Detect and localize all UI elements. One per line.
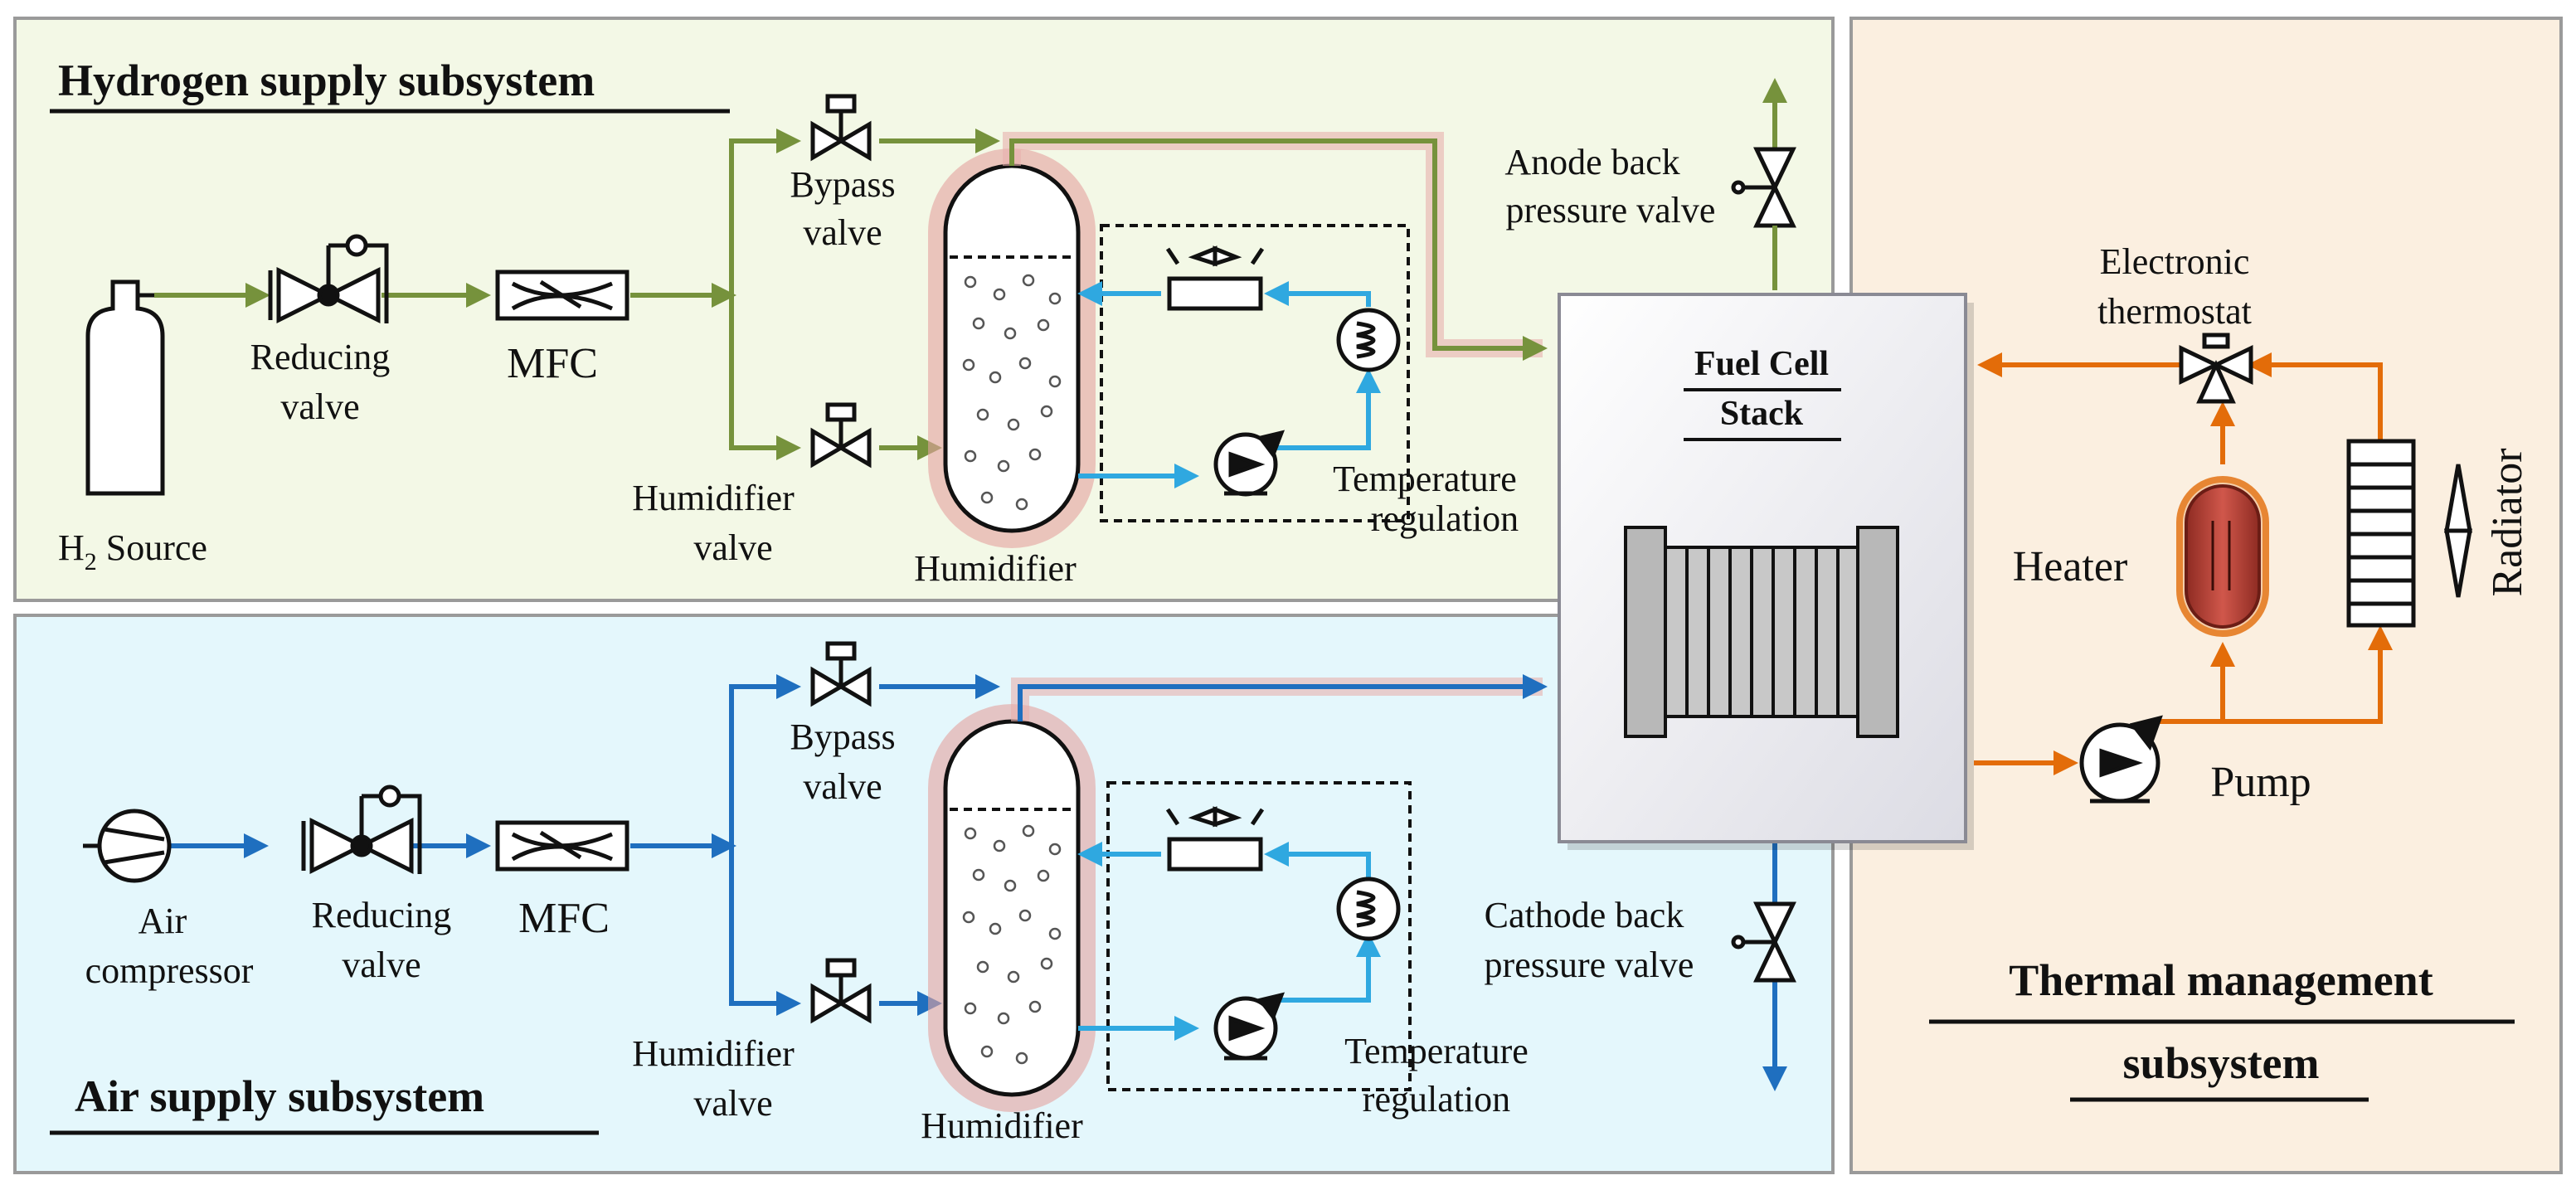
h2-temp-regulation-label-2: regulation xyxy=(1371,498,1519,539)
air-temp-regulation-box xyxy=(1106,781,1412,1091)
thermal-subsystem: Electronic thermostat Heater Radiator xyxy=(1929,241,2531,1102)
pump-label: Pump xyxy=(2210,759,2311,806)
air-heat-exchanger-icon xyxy=(1336,877,1401,941)
stack-title-2: Stack xyxy=(1720,395,1804,433)
h2-reducing-valve-label-2: valve xyxy=(280,386,359,427)
thermal-title-2: subsystem xyxy=(2122,1038,2319,1088)
air-humidifier-label: Humidifier xyxy=(921,1105,1083,1146)
air-humidifier-icon xyxy=(928,704,1096,1112)
radiator-fan-icon xyxy=(2444,464,2472,598)
air-bypass-label-1: Bypass xyxy=(790,716,895,757)
thermal-title-1: Thermal management xyxy=(2009,955,2433,1005)
air-title: Air supply subsystem xyxy=(75,1071,484,1121)
h2-bypass-label-1: Bypass xyxy=(790,164,895,205)
radiator-icon xyxy=(2346,439,2416,628)
air-humidifier-valve-label-2: valve xyxy=(693,1083,772,1124)
reducing-valve-icon xyxy=(268,234,389,324)
air-subsystem: Air compressor Reducing valve MFC xyxy=(50,641,1796,1146)
anode-back-label-1: Anode back xyxy=(1504,142,1679,182)
h2-humidifier-label: Humidifier xyxy=(914,548,1077,589)
air-pump-icon xyxy=(1213,992,1286,1061)
air-mfc-label: MFC xyxy=(518,895,610,942)
mfc-icon xyxy=(495,270,629,321)
anode-back-label-2: pressure valve xyxy=(1506,190,1716,231)
cathode-back-label-2: pressure valve xyxy=(1485,945,1694,985)
air-temp-regulation-label-2: regulation xyxy=(1363,1079,1510,1120)
cathode-back-pressure-valve-icon xyxy=(1731,901,1796,983)
fuel-cell-stack: Fuel Cell Stack xyxy=(1558,293,1974,850)
air-humidifier-valve-label-1: Humidifier xyxy=(632,1033,795,1074)
humidifier-valve-icon xyxy=(810,402,872,469)
heater-label: Heater xyxy=(2013,543,2128,590)
air-humidified-line xyxy=(1011,674,1548,721)
air-reducing-valve-label-2: valve xyxy=(342,945,420,985)
air-cooler-icon xyxy=(1165,806,1265,872)
humidifier-icon xyxy=(928,148,1096,548)
thermostat-label-2: thermostat xyxy=(2097,291,2252,332)
h2-humidifier-valve-label-2: valve xyxy=(693,527,772,568)
air-compressor-icon xyxy=(83,809,172,883)
thermostat-label-1: Electronic xyxy=(2100,241,2250,282)
air-bypass-label-2: valve xyxy=(803,766,882,807)
h2-humidified-line xyxy=(1003,132,1548,361)
stack-title-1: Fuel Cell xyxy=(1694,345,1829,383)
h2-pump-icon xyxy=(1213,430,1286,497)
air-bypass-valve-icon xyxy=(810,641,872,707)
air-reducing-valve-label-1: Reducing xyxy=(312,895,452,935)
thermal-pump-icon xyxy=(2079,715,2163,804)
air-compressor-label-2: compressor xyxy=(85,950,254,991)
air-panel xyxy=(13,614,1835,1174)
h2-reducing-valve-label-1: Reducing xyxy=(250,337,391,377)
air-reducing-valve-icon xyxy=(301,784,422,875)
bypass-valve-icon xyxy=(810,94,872,162)
air-compressor-label-1: Air xyxy=(139,901,187,941)
h2-temp-regulation-label-1: Temperature xyxy=(1333,459,1517,499)
air-temp-regulation-label-1: Temperature xyxy=(1344,1031,1529,1071)
hydrogen-panel xyxy=(13,17,1835,602)
h2-humidifier-valve-label-1: Humidifier xyxy=(632,478,795,518)
stack-icon xyxy=(1624,526,1899,738)
h2-bypass-label-2: valve xyxy=(803,212,882,253)
h2-source-label: H2 Source xyxy=(58,527,207,576)
h2-cooler-icon xyxy=(1165,245,1265,311)
electronic-thermostat-icon xyxy=(2179,333,2253,404)
h2-temp-regulation-box xyxy=(1100,224,1410,522)
h2-mfc-label: MFC xyxy=(507,340,598,387)
heater-icon xyxy=(2176,476,2269,637)
h2-heat-exchanger-icon xyxy=(1336,308,1401,372)
air-mfc-icon xyxy=(495,820,629,872)
air-humidifier-valve-icon xyxy=(810,958,872,1024)
hydrogen-subsystem: Hydrogen supply subsystem H2 Source xyxy=(50,56,1796,589)
radiator-label: Radiator xyxy=(2484,448,2531,596)
hydrogen-title: Hydrogen supply subsystem xyxy=(58,56,595,105)
h2-cylinder-icon xyxy=(85,279,165,496)
cathode-back-label-1: Cathode back xyxy=(1485,895,1684,935)
